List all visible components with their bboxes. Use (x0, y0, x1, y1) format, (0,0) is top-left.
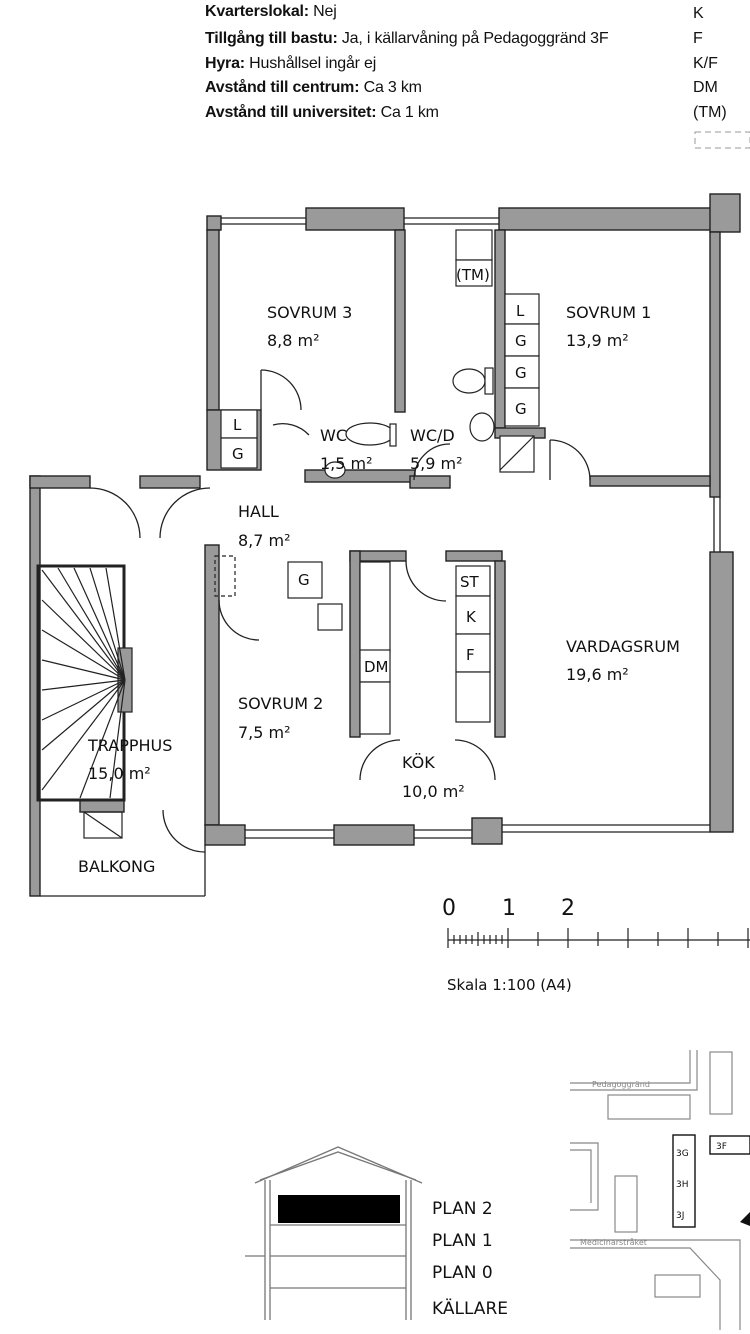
room-balkong-name: BALKONG (78, 857, 155, 876)
room-hall-name: HALL (238, 502, 279, 521)
floor-kallare: KÄLLARE (432, 1298, 508, 1319)
site-map: 3G 3H 3J 3F Pedagoggränd Medicinarstråke… (570, 1050, 750, 1330)
fixture-l-1: L (233, 416, 242, 434)
room-labels: SOVRUM 3 8,8 m² SOVRUM 1 13,9 m² WC 1,5 … (78, 303, 680, 876)
room-kok-name: KÖK (402, 753, 435, 772)
fixture-tm: (TM) (456, 266, 490, 284)
site-building-3g: 3G (676, 1149, 689, 1159)
fixture-dm: DM (364, 658, 389, 676)
site-building-3f: 3F (716, 1142, 727, 1152)
legend-f: F (693, 30, 703, 47)
legend-tm: (TM) (693, 104, 727, 121)
legend-dm: DM (693, 79, 718, 96)
scale-tick-2: 2 (561, 896, 575, 921)
building-section: PLAN 2 PLAN 1 PLAN 0 KÄLLARE (245, 1146, 508, 1320)
room-vardagsrum-name: VARDAGSRUM (566, 637, 680, 656)
current-floor-highlight (278, 1195, 400, 1223)
scale-caption: Skala 1:100 (A4) (447, 976, 572, 994)
fixture-g-3: G (515, 364, 527, 382)
room-sovrum1-name: SOVRUM 1 (566, 303, 651, 322)
room-hall-area: 8,7 m² (238, 531, 291, 550)
floor-plan-1: PLAN 1 (432, 1231, 493, 1251)
site-street-pedagoggrand: Pedagoggränd (592, 1080, 650, 1089)
fixture-g-1: G (232, 445, 244, 463)
fixture-g-4: G (515, 400, 527, 418)
fixture-f: F (466, 646, 475, 664)
legend-tm-box (694, 131, 750, 149)
fixture-g-2: G (515, 332, 527, 350)
room-wc-name: WC (320, 426, 347, 445)
fixture-k: K (466, 608, 477, 626)
info-row-hyra: Hyra: Hushållsel ingår ej (205, 55, 377, 72)
room-sovrum3-area: 8,8 m² (267, 331, 320, 350)
room-sovrum2-name: SOVRUM 2 (238, 694, 323, 713)
room-sovrum2-area: 7,5 m² (238, 723, 291, 742)
balcony-details (83, 811, 123, 839)
sanitary-fixtures (324, 367, 535, 479)
site-building-3j: 3J (676, 1211, 684, 1221)
floor-plan-0: PLAN 0 (432, 1263, 493, 1283)
info-row-kvarterslokal: Kvarterslokal: Nej (205, 3, 337, 20)
room-trapphus-area: 15,0 m² (88, 764, 151, 783)
scale-bar: 0 1 2 Skala 1:100 (A4) (442, 896, 750, 994)
fixture-boxes (214, 229, 540, 735)
room-sovrum3-name: SOVRUM 3 (267, 303, 352, 322)
room-kok-area: 10,0 m² (402, 782, 465, 801)
fixture-g-5: G (298, 571, 310, 589)
room-wcd-name: WC/D (410, 426, 455, 445)
room-trapphus-name: TRAPPHUS (87, 736, 172, 755)
info-row-centrum: Avstånd till centrum: Ca 3 km (205, 79, 422, 96)
fixture-l-2: L (516, 302, 525, 320)
staircase (36, 564, 133, 802)
walls (29, 193, 741, 897)
fixture-st: ST (460, 573, 480, 591)
legend-k: K (693, 5, 704, 22)
window-lines (40, 217, 721, 897)
site-street-medicinarstraket: Medicinarstråket (580, 1237, 647, 1247)
site-building-3h: 3H (676, 1180, 689, 1190)
scale-tick-1: 1 (502, 896, 516, 921)
scale-tick-0: 0 (442, 896, 456, 921)
fixture-labels: (TM) L G L G G G G ST K F DM (232, 266, 527, 676)
room-vardagsrum-area: 19,6 m² (566, 665, 629, 684)
room-wc-area: 1,5 m² (320, 454, 373, 473)
floor-plan-2: PLAN 2 (432, 1199, 493, 1219)
info-row-universitet: Avstånd till universitet: Ca 1 km (205, 104, 439, 121)
room-wcd-area: 5,9 m² (410, 454, 463, 473)
north-arrow-icon (740, 1212, 750, 1226)
legend-kf: K/F (693, 55, 718, 72)
doors (89, 369, 591, 853)
room-sovrum1-area: 13,9 m² (566, 331, 629, 350)
info-row-bastu: Tillgång till bastu: Ja, i källarvåning … (205, 30, 609, 47)
